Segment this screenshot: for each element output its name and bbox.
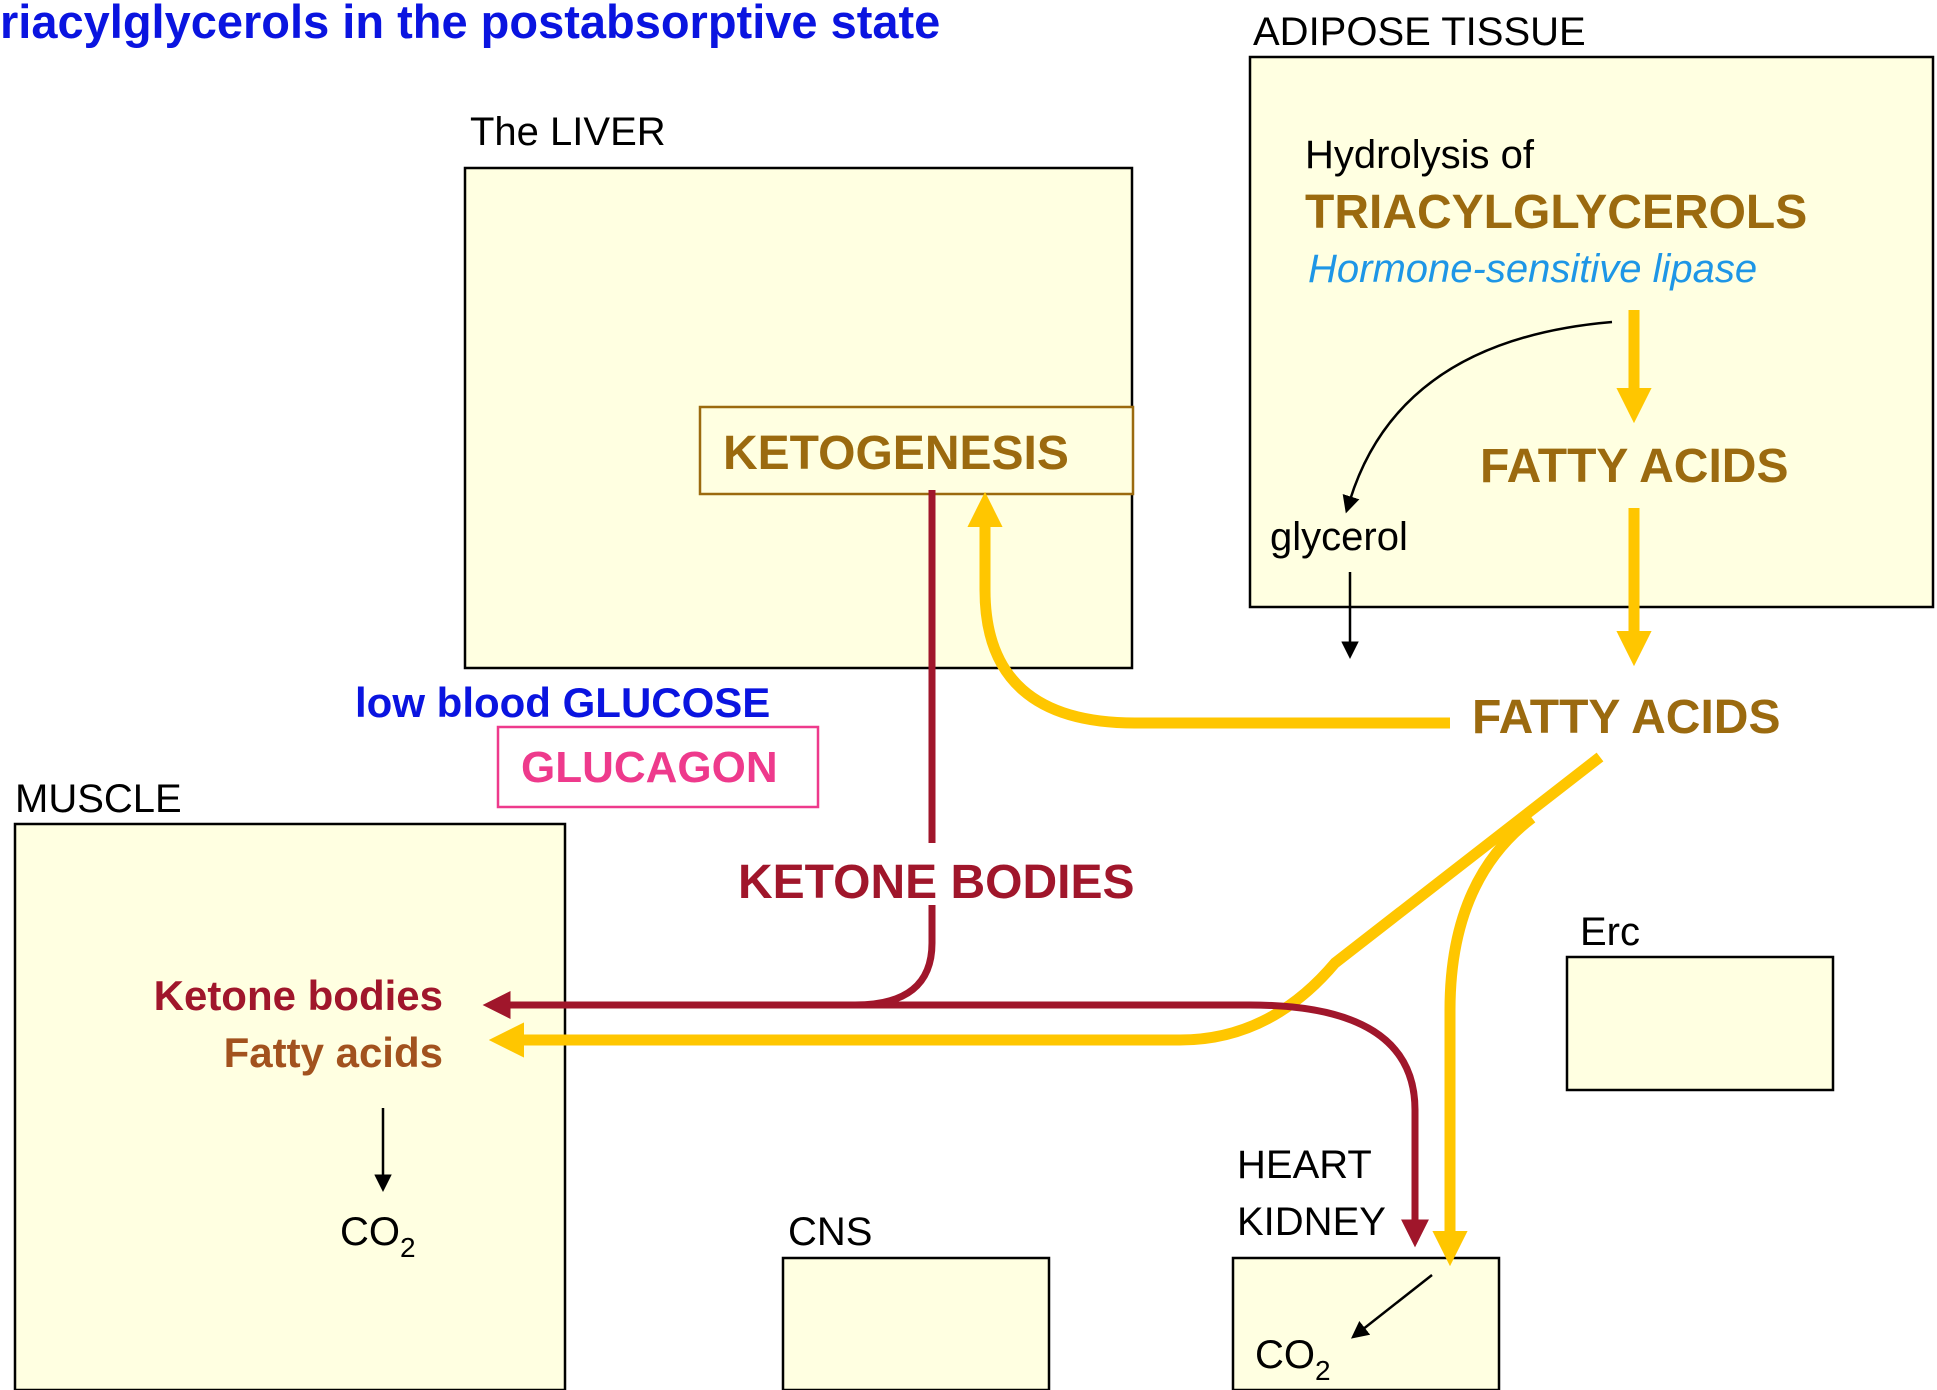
low-blood-glucose-text: low blood GLUCOSE	[355, 679, 770, 726]
arrow-ketone-bodies-to-heart-kidney	[855, 1001, 1429, 1248]
liver-label: The LIVER	[470, 110, 666, 154]
arrow-heart-kidney-to-co2	[1350, 1274, 1433, 1339]
heart-kidney-co2-text: CO2	[1255, 1333, 1331, 1386]
ketogenesis-text: KETOGENESIS	[723, 427, 1069, 480]
arrow-ketone-bodies-to-muscle	[482, 905, 936, 1019]
ketogenesis-box	[698, 405, 1135, 496]
glucagon-box	[496, 725, 820, 809]
arrow-fatty-acids-to-liver	[967, 491, 1450, 729]
arrow-fatty-acids-to-muscle	[488, 752, 1604, 1058]
erc-box	[1565, 955, 1835, 1092]
ketone-bodies-text: KETONE BODIES	[738, 856, 1135, 909]
blood-fatty-acids-text: FATTY ACIDS	[1472, 691, 1780, 744]
muscle-co2-text: CO2	[340, 1210, 416, 1263]
cns-box	[781, 1256, 1051, 1390]
muscle-box	[13, 822, 567, 1390]
muscle-ketone-bodies-text: Ketone bodies	[154, 972, 443, 1019]
kidney-label: KIDNEY	[1237, 1200, 1386, 1244]
heart-label: HEART	[1237, 1143, 1372, 1187]
page-title: riacylglycerols in the postabsorptive st…	[0, 0, 940, 48]
glycerol-text: glycerol	[1270, 515, 1408, 559]
adipose-tissue-box	[1248, 55, 1935, 609]
heart-kidney-co2-subscript: 2	[1315, 1355, 1331, 1386]
adipose-tissue-label: ADIPOSE TISSUE	[1253, 10, 1586, 54]
triacylglycerols-text: TRIACYLGLYCEROLS	[1305, 186, 1807, 239]
hydrolysis-of-text: Hydrolysis of	[1305, 133, 1535, 177]
adipose-fatty-acids-text: FATTY ACIDS	[1480, 440, 1788, 493]
muscle-label: MUSCLE	[15, 777, 182, 821]
hormone-sensitive-lipase-text: Hormone-sensitive lipase	[1308, 247, 1757, 291]
muscle-co2-subscript: 2	[400, 1232, 416, 1263]
muscle-fatty-acids-text: Fatty acids	[224, 1029, 443, 1076]
arrow-lipase-to-glycerol	[1342, 320, 1613, 514]
cns-label: CNS	[788, 1210, 872, 1254]
glucagon-text: GLUCAGON	[521, 743, 778, 792]
erc-label: Erc	[1580, 910, 1640, 954]
arrow-fatty-acids-to-heart-kidney	[1432, 813, 1536, 1267]
